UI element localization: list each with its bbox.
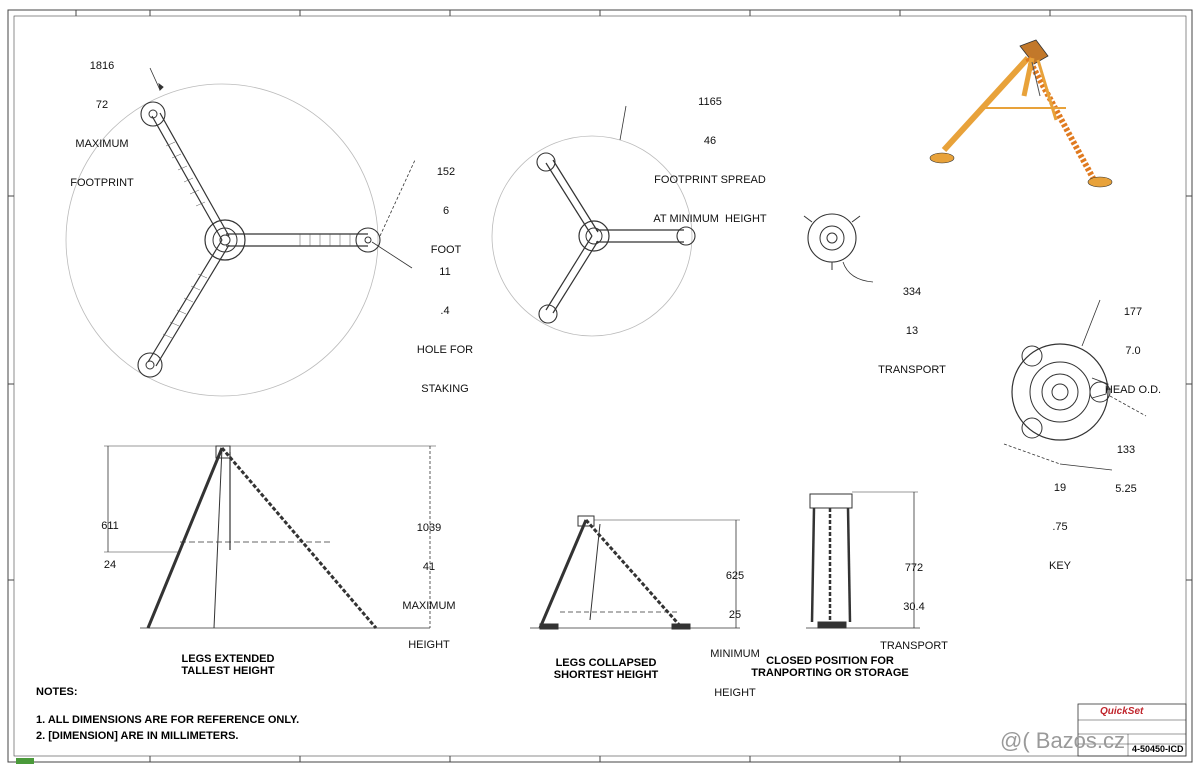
hole-label-1: HOLE FOR	[416, 344, 474, 356]
key-dimension: 19 .75 KEY	[1040, 456, 1080, 586]
transport-top-mm: 334	[902, 286, 922, 298]
hole-label-2: STAKING	[421, 383, 469, 395]
watermark: @( Bazos.cz	[1000, 728, 1126, 753]
caption-legs-collapsed: LEGS COLLAPSED SHORTEST HEIGHT	[526, 657, 686, 681]
min-height-inch: 25	[728, 609, 742, 621]
foot-inch: 6	[442, 205, 450, 217]
leg-height-inch: 24	[103, 559, 117, 571]
head-od-mm: 177	[1123, 306, 1143, 318]
notes-title: NOTES:	[36, 686, 78, 698]
key-width-inch: 5.25	[1115, 483, 1137, 495]
key-mm: 19	[1053, 482, 1067, 494]
leg-height-dimension: 611 24	[90, 494, 130, 585]
caption-extended-line-2: TALLEST HEIGHT	[181, 665, 275, 677]
top-view-transport	[803, 213, 874, 283]
max-height-label-2: HEIGHT	[408, 639, 450, 651]
brand-logo: QuickSet	[1100, 706, 1144, 717]
max-height-dimension: 1039 41 MAXIMUM HEIGHT	[394, 496, 464, 665]
side-view-extended	[104, 445, 436, 629]
caption-collapsed-line-2: SHORTEST HEIGHT	[553, 669, 659, 681]
top-view-max-footprint	[65, 67, 416, 397]
max-height-inch: 41	[422, 561, 436, 573]
max-footprint-dimension: 1816 72 MAXIMUM FOOTPRINT	[62, 34, 142, 203]
key-inch: .75	[1052, 521, 1068, 533]
caption-closed-position: CLOSED POSITION FOR TRANPORTING OR STORA…	[730, 655, 930, 679]
max-footprint-inch: 72	[95, 99, 109, 111]
caption-collapsed-line-1: LEGS COLLAPSED	[555, 657, 657, 669]
top-view-min-footprint	[491, 105, 696, 337]
min-height-label-2: HEIGHT	[714, 687, 756, 699]
hole-inch: .4	[440, 305, 450, 317]
hole-mm: 11	[439, 266, 451, 278]
transport-height-inch: 30.4	[903, 601, 925, 613]
footprint-min-mm: 1165	[698, 96, 722, 108]
max-footprint-label-2: FOOTPRINT	[70, 177, 134, 189]
max-footprint-label-1: MAXIMUM	[75, 138, 129, 150]
head-od-label: HEAD O.D.	[1104, 384, 1162, 396]
note-item-2: 2. [DIMENSION] ARE IN MILLIMETERS.	[36, 730, 239, 742]
caption-closed-line-2: TRANPORTING OR STORAGE	[751, 667, 909, 679]
key-width-dimension: 133 5.25	[1106, 418, 1146, 509]
transport-top-label: TRANSPORT	[878, 364, 946, 376]
key-width-mm: 133	[1116, 444, 1136, 456]
key-label: KEY	[1048, 560, 1071, 572]
min-height-mm: 625	[725, 570, 745, 582]
head-od-inch: 7.0	[1125, 345, 1141, 357]
foot-label: FOOT	[430, 244, 462, 256]
head-detail-view	[1003, 299, 1147, 471]
transport-top-dimension: 334 13 TRANSPORT	[872, 260, 952, 390]
transport-top-inch: 13	[905, 325, 919, 337]
footprint-min-dimension: 1165 46 FOOTPRINT SPREAD AT MINIMUM HEIG…	[640, 70, 780, 239]
title-block	[16, 703, 1187, 764]
caption-legs-extended: LEGS EXTENDED TALLEST HEIGHT	[148, 653, 308, 677]
transport-height-mm: 772	[904, 562, 924, 574]
caption-closed-line-1: CLOSED POSITION FOR	[766, 655, 894, 667]
transport-height-label: TRANSPORT	[880, 640, 948, 652]
sheet-border	[7, 9, 1193, 763]
drawing-number: 4-50450-ICD	[1132, 744, 1184, 754]
isometric-tripod	[929, 39, 1113, 188]
min-height-dimension: 625 25 MINIMUM HEIGHT	[700, 544, 770, 713]
foot-mm: 152	[436, 166, 456, 178]
footprint-min-inch: 46	[703, 135, 717, 147]
footprint-min-label-1: FOOTPRINT SPREAD	[654, 174, 766, 186]
caption-extended-line-1: LEGS EXTENDED	[181, 653, 275, 665]
note-item-1: 1. ALL DIMENSIONS ARE FOR REFERENCE ONLY…	[36, 714, 300, 726]
footprint-min-label-2: AT MINIMUM HEIGHT	[653, 213, 767, 225]
foot-dimension: 152 6 FOOT	[416, 140, 476, 270]
head-od-dimension: 177 7.0 HEAD O.D.	[1098, 280, 1168, 410]
min-height-label-1: MINIMUM	[710, 648, 760, 660]
side-view-closed	[806, 491, 920, 629]
hole-dimension: 11 .4 HOLE FOR STAKING	[410, 240, 480, 409]
notes-section: NOTES: 1. ALL DIMENSIONS ARE FOR REFEREN…	[36, 686, 356, 742]
max-footprint-mm: 1816	[89, 60, 115, 72]
leg-height-mm: 611	[101, 520, 119, 532]
transport-height-dimension: 772 30.4 TRANSPORT	[874, 536, 954, 666]
max-height-mm: 1039	[416, 522, 442, 534]
side-view-collapsed	[530, 515, 740, 630]
max-height-label-1: MAXIMUM	[402, 600, 456, 612]
